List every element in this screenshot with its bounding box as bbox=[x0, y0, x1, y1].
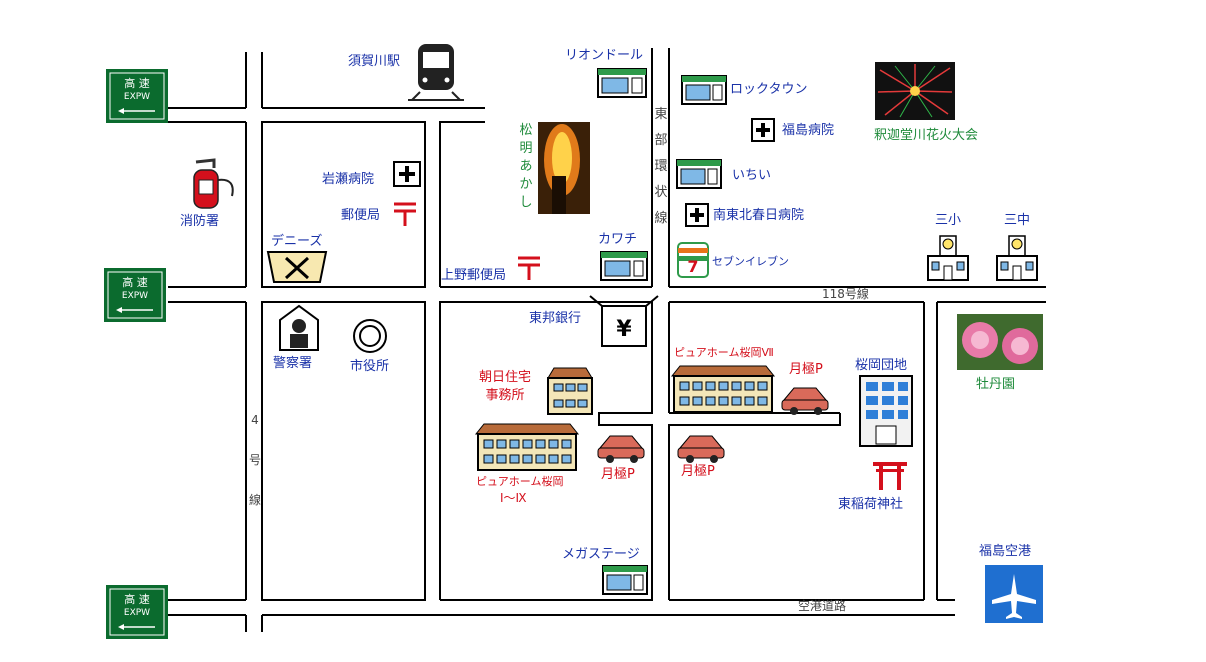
label-fire-station: 消防署 bbox=[180, 214, 220, 229]
school-icon-3sho bbox=[927, 235, 969, 281]
car-icon-monthly-p3 bbox=[781, 387, 829, 415]
label-seven-eleven: セブンイレブン bbox=[712, 255, 789, 268]
label-city-hall: 市役所 bbox=[350, 359, 390, 374]
label-monthly-parking-2: 月極P bbox=[681, 464, 715, 479]
label-kawachi: カワチ bbox=[598, 232, 638, 247]
label-touhou-bank: 東邦銀行 bbox=[529, 311, 582, 326]
store-icon-riondoru bbox=[597, 68, 647, 98]
svg-text:高 速: 高 速 bbox=[122, 275, 148, 289]
label-route-4: 4号線 bbox=[248, 413, 261, 507]
shrine-torii-icon bbox=[873, 462, 907, 490]
label-police: 警察署 bbox=[273, 356, 313, 371]
label-sakuraoka-danchi: 桜岡団地 bbox=[855, 358, 908, 373]
housing-building-asahi bbox=[547, 367, 593, 415]
torch-festival-image bbox=[538, 122, 590, 214]
airport-icon bbox=[985, 565, 1043, 623]
label-mega-stage: メガステージ bbox=[562, 547, 640, 562]
apartment-building-pure-home-1 bbox=[474, 423, 580, 471]
fireworks-image bbox=[875, 62, 955, 120]
svg-text:¥: ¥ bbox=[616, 317, 632, 342]
label-fukushima-hospital: 福島病院 bbox=[782, 123, 835, 138]
expressway-sign-top: 高 速 EXPW bbox=[106, 69, 168, 123]
label-dennys: デニーズ bbox=[271, 234, 323, 249]
fire-extinguisher-icon bbox=[193, 158, 234, 209]
label-fukushima-airport: 福島空港 bbox=[979, 544, 1032, 559]
bank-atm-icon: ¥ bbox=[589, 295, 659, 347]
label-monthly-parking-3: 月極P bbox=[789, 362, 823, 377]
post-office-icon bbox=[394, 202, 416, 226]
hospital-icon-minamitohoku bbox=[685, 203, 709, 227]
store-icon-megastage bbox=[602, 565, 648, 595]
hospital-icon-iwase bbox=[393, 161, 421, 187]
ueno-post-office-icon bbox=[518, 256, 540, 280]
svg-text:EXPW: EXPW bbox=[124, 608, 150, 618]
svg-text:EXPW: EXPW bbox=[122, 291, 148, 301]
city-hall-icon bbox=[353, 319, 387, 353]
seven-eleven-icon: 7 bbox=[677, 242, 709, 278]
store-icon-rocktown bbox=[681, 75, 727, 105]
svg-text:高 速: 高 速 bbox=[124, 76, 150, 90]
svg-text:7: 7 bbox=[687, 257, 698, 276]
label-inari-shrine: 東稲荷神社 bbox=[838, 497, 904, 512]
label-route-118: 118号線 bbox=[822, 287, 869, 301]
label-pure-home-7: ピュアホーム桜岡Ⅶ bbox=[674, 346, 774, 359]
label-fireworks: 釈迦堂川花火大会 bbox=[874, 128, 979, 143]
label-rock-town: ロックタウン bbox=[730, 82, 808, 97]
car-icon-monthly-p2 bbox=[677, 435, 725, 463]
label-school-3chu: 三中 bbox=[1004, 213, 1031, 228]
store-icon-kawachi bbox=[600, 251, 648, 281]
svg-text:EXPW: EXPW bbox=[124, 92, 150, 102]
apartment-tower-icon bbox=[859, 375, 913, 447]
police-icon bbox=[279, 304, 319, 351]
label-iwase-hospital: 岩瀬病院 bbox=[322, 172, 375, 187]
store-icon-ichii bbox=[676, 159, 722, 189]
expressway-sign-bottom: 高 速 EXPW bbox=[106, 585, 168, 639]
label-pure-home-1: ピュアホーム桜岡 bbox=[476, 475, 564, 488]
label-ichii: いちい bbox=[732, 168, 772, 183]
label-ueno-post-office: 上野郵便局 bbox=[441, 268, 507, 283]
label-pure-home-1-sub: Ⅰ～Ⅸ bbox=[500, 491, 527, 505]
svg-text:高 速: 高 速 bbox=[124, 592, 150, 606]
train-icon bbox=[408, 44, 464, 101]
label-riondoru: リオンドール bbox=[565, 48, 644, 63]
label-monthly-parking-1: 月極P bbox=[601, 467, 635, 482]
label-sukagawa-station: 須賀川駅 bbox=[348, 54, 401, 69]
car-icon-monthly-p1 bbox=[597, 435, 645, 463]
school-icon-3chu bbox=[996, 235, 1038, 281]
label-airport-road: 空港道路 bbox=[798, 599, 847, 613]
label-minamitohoku-hospital: 南東北春日病院 bbox=[713, 208, 805, 223]
hospital-icon-fukushima bbox=[751, 118, 775, 142]
label-ring-road: 東部環状線 bbox=[654, 107, 668, 226]
restaurant-icon bbox=[266, 251, 328, 283]
apartment-building-pure-home-7 bbox=[670, 365, 776, 413]
label-school-3sho: 三小 bbox=[935, 213, 962, 228]
label-torch-festival: 松明あかし bbox=[519, 123, 533, 210]
expressway-sign-middle: 高 速 EXPW bbox=[104, 268, 166, 322]
label-asahi-housing: 朝日住宅 事務所 bbox=[479, 370, 532, 403]
road-lines bbox=[168, 48, 1046, 632]
peony-image bbox=[957, 314, 1043, 370]
label-botan-garden: 牡丹園 bbox=[976, 377, 1016, 392]
label-post-office: 郵便局 bbox=[341, 208, 381, 223]
